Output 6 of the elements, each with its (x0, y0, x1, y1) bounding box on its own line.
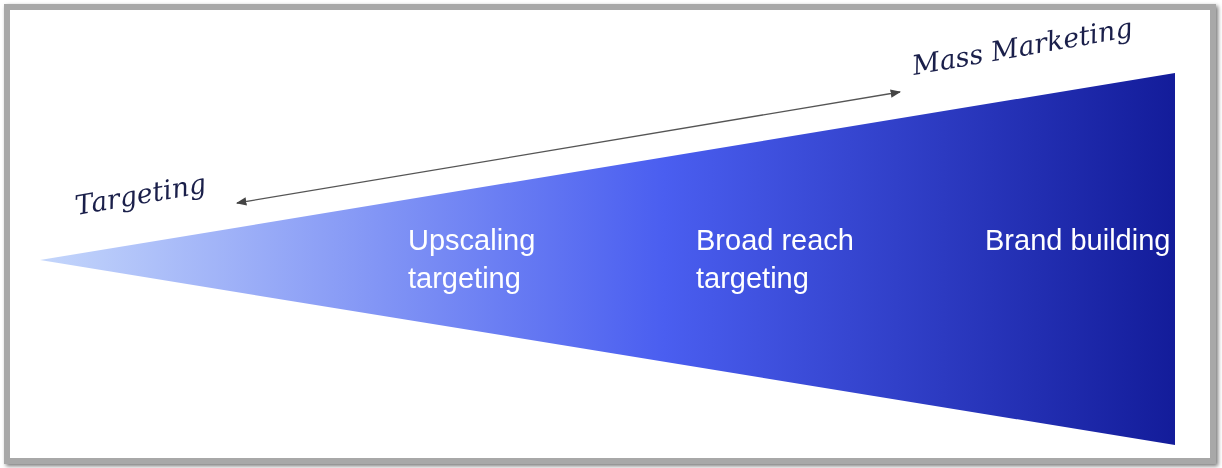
stage-label: Brand building (985, 223, 1172, 258)
end-label: Mass Marketing (909, 11, 1135, 81)
stage-label: Upscaling targeting (408, 223, 537, 296)
end-label: Targeting (72, 167, 209, 221)
stage-label: Broad reach targeting (696, 223, 855, 296)
double-arrow (235, 89, 902, 206)
